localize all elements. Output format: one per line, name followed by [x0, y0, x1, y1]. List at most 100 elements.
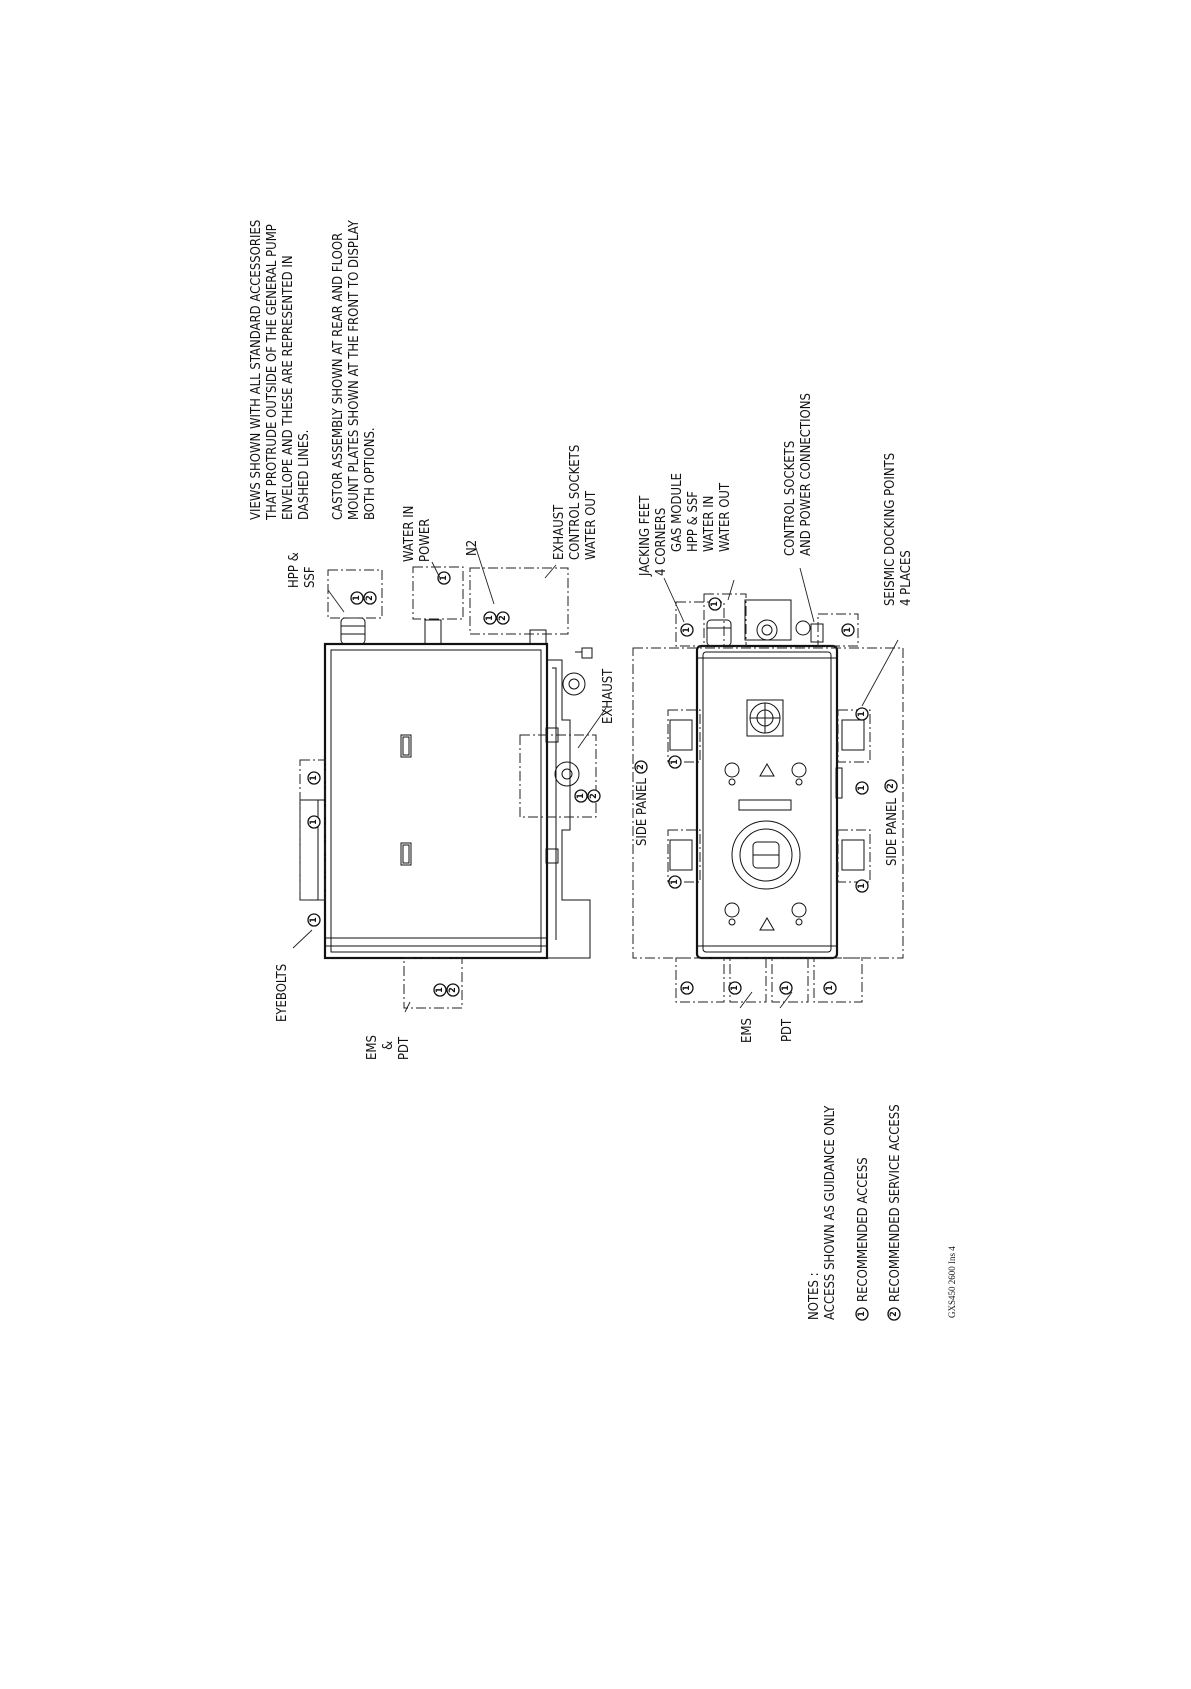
- svg-text:1: 1: [352, 595, 362, 601]
- label-gas-group: GAS MODULE HPP & SSF WATER IN WATER OUT: [670, 473, 733, 552]
- access-symbol-2: 2: [587, 789, 601, 803]
- gas-module-fitting: [706, 619, 732, 647]
- label-side-panel-left: SIDE PANEL: [635, 778, 650, 846]
- envelope-side-panels: [632, 647, 904, 959]
- access-symbol-1: 1: [728, 981, 742, 995]
- access-symbol-1: 1: [841, 623, 855, 637]
- svg-text:EYEBOLTS: EYEBOLTS: [275, 964, 290, 1022]
- label-hpp-ssf: HPP & SSF: [287, 552, 318, 588]
- eyebolt-plate: [299, 799, 326, 901]
- access-symbol-1: 1: [437, 571, 451, 585]
- svg-text:1: 1: [857, 1311, 867, 1317]
- access-symbol-1: 1: [855, 781, 869, 795]
- access-symbol-1: 1: [574, 789, 588, 803]
- legend-guidance: ACCESS SHOWN AS GUIDANCE ONLY: [823, 1105, 838, 1320]
- svg-text:1: 1: [857, 711, 867, 717]
- svg-text:1: 1: [439, 575, 449, 581]
- access-symbol-1: 1: [680, 623, 694, 637]
- control-socket: [795, 620, 811, 636]
- water-fitting: [756, 619, 778, 641]
- svg-text:2: 2: [365, 595, 375, 601]
- label-water-power: WATER IN POWER: [402, 506, 433, 562]
- svg-text:GXS450 2600 Ins 4: GXS450 2600 Ins 4: [947, 1246, 957, 1318]
- access-symbol-1: 1: [350, 591, 364, 605]
- svg-text:RECOMMENDED SERVICE ACCESS: RECOMMENDED SERVICE ACCESS: [888, 1104, 903, 1302]
- label-side-panel-right: SIDE PANEL: [885, 798, 900, 866]
- legend-item-1: 1 RECOMMENDED ACCESS: [855, 1157, 871, 1321]
- side-view-handle: [400, 734, 412, 758]
- svg-text:N2: N2: [465, 540, 480, 556]
- svg-text:2: 2: [636, 764, 646, 770]
- svg-text:SIDE PANEL: SIDE PANEL: [885, 798, 900, 866]
- n2-fitting: [529, 629, 547, 645]
- access-symbol-2: 2: [634, 760, 648, 774]
- water-in-fitting: [424, 619, 442, 645]
- svg-text:1: 1: [857, 883, 867, 889]
- gas-module: [744, 599, 792, 641]
- label-exhaust: EXHAUST: [601, 668, 616, 724]
- svg-text:2: 2: [886, 783, 896, 789]
- castor-note-line-2: MOUNT PLATES SHOWN AT THE FRONT TO DISPL…: [347, 219, 362, 520]
- svg-text:2: 2: [589, 793, 599, 799]
- access-symbol-1: 1: [823, 981, 837, 995]
- side-view: 1 2 1 1 2 1 2 1 1 1 1 2 HPP & SSF WATER …: [275, 445, 616, 1060]
- access-symbol-1: 1: [307, 771, 321, 785]
- svg-text:1: 1: [670, 879, 680, 885]
- svg-text:1: 1: [435, 987, 445, 993]
- access-symbol-1: 1: [307, 913, 321, 927]
- svg-text:1: 1: [730, 985, 740, 991]
- svg-text:4 CORNERS: 4 CORNERS: [654, 508, 669, 576]
- svg-text:AND POWER CONNECTIONS: AND POWER CONNECTIONS: [799, 393, 814, 556]
- svg-text:SSF: SSF: [303, 566, 318, 588]
- access-symbol-1: 1: [483, 611, 497, 625]
- top-view: 1 1 1 1 1 1 1 1 1 1 1 1 JACKING FEET 4 C…: [632, 393, 914, 1043]
- svg-text:1: 1: [710, 601, 720, 607]
- views-note-line-1: VIEWS SHOWN WITH ALL STANDARD ACCESSORIE…: [249, 220, 264, 520]
- svg-text:WATER IN: WATER IN: [702, 496, 717, 552]
- views-note-line-3: ENVELOPE AND THESE ARE REPRESENTED IN: [281, 255, 296, 520]
- svg-text:1: 1: [825, 985, 835, 991]
- svg-text:2: 2: [498, 615, 508, 621]
- side-view-body: [323, 642, 549, 960]
- access-symbol-2: 2: [446, 983, 460, 997]
- nameplate: [738, 799, 792, 811]
- label-control-group: CONTROL SOCKETS AND POWER CONNECTIONS: [783, 393, 814, 556]
- svg-text:WATER OUT: WATER OUT: [718, 482, 733, 552]
- svg-text:EMS: EMS: [365, 1035, 380, 1060]
- access-symbol-1: 1: [779, 981, 793, 995]
- svg-text:1: 1: [309, 917, 319, 923]
- label-exhaust-group: EXHAUST CONTROL SOCKETS WATER OUT: [552, 445, 599, 560]
- svg-text:WATER OUT: WATER OUT: [584, 490, 599, 560]
- label-pdt: PDT: [780, 1018, 795, 1042]
- label-jacking-feet: JACKING FEET 4 CORNERS: [638, 495, 669, 577]
- svg-text:EXHAUST: EXHAUST: [552, 504, 567, 560]
- access-symbol-1: 1: [668, 875, 682, 889]
- svg-text:WATER IN: WATER IN: [402, 506, 417, 562]
- svg-text:SIDE PANEL: SIDE PANEL: [635, 778, 650, 846]
- legend: NOTES : ACCESS SHOWN AS GUIDANCE ONLY 1 …: [807, 1104, 903, 1321]
- label-seismic: SEISMIC DOCKING POINTS 4 PLACES: [883, 453, 914, 606]
- svg-text:JACKING FEET: JACKING FEET: [638, 495, 653, 577]
- hpp-ssf-fitting: [340, 617, 366, 645]
- svg-text:HPP & SSF: HPP & SSF: [686, 491, 701, 552]
- header-notes: VIEWS SHOWN WITH ALL STANDARD ACCESSORIE…: [249, 219, 378, 521]
- svg-text:GAS MODULE: GAS MODULE: [670, 473, 685, 552]
- top-view-body: [695, 644, 839, 960]
- access-symbol-1: 1: [708, 597, 722, 611]
- svg-text:PDT: PDT: [397, 1036, 412, 1060]
- fan-grille: [746, 699, 784, 737]
- svg-text:POWER: POWER: [418, 519, 433, 562]
- svg-text:HPP &: HPP &: [287, 552, 302, 588]
- views-note-line-2: THAT PROTRUDE OUTSIDE OF THE GENERAL PUM…: [265, 224, 280, 521]
- label-ems: EMS: [740, 1018, 755, 1043]
- svg-text:PDT: PDT: [780, 1018, 795, 1042]
- svg-text:1: 1: [309, 775, 319, 781]
- access-symbol-2: 2: [496, 611, 510, 625]
- svg-text:SEISMIC DOCKING POINTS: SEISMIC DOCKING POINTS: [883, 453, 898, 606]
- label-n2: N2: [465, 540, 480, 556]
- valve-fitting: [724, 902, 740, 926]
- views-note-line-4: DASHED LINES.: [297, 430, 312, 520]
- access-symbol-1: 1: [307, 815, 321, 829]
